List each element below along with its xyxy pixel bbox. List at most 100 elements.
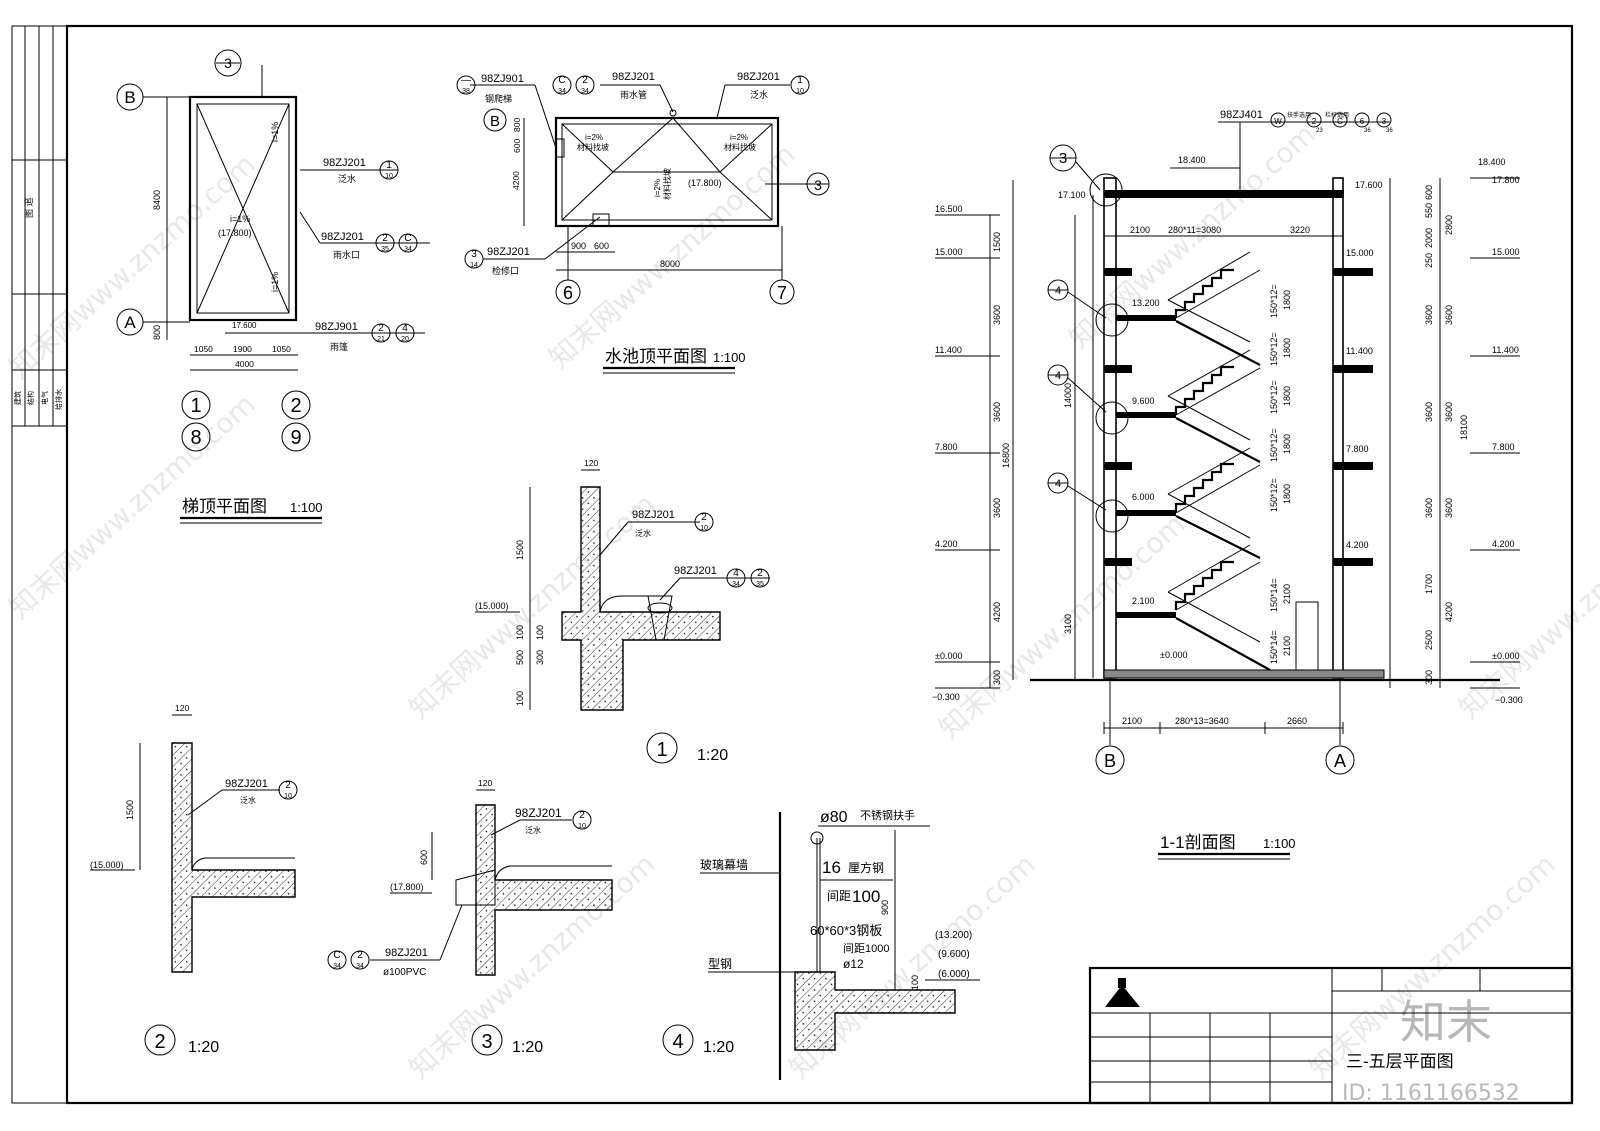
sec-left-elev-4: 4.200 <box>935 539 958 549</box>
tank-flash-p: 10 <box>796 88 804 95</box>
roof-ref-drain-text: 雨水口 <box>333 249 360 260</box>
tank-hatch-text: 检修口 <box>492 265 519 276</box>
d1-ref-a-text: 泛水 <box>635 528 651 538</box>
watermark-1: 知末网www.znzmo.com <box>3 147 262 385</box>
sec-right-dim-4: 3600 <box>1424 305 1434 325</box>
sec-right-elev-0: 18.400 <box>1478 157 1506 167</box>
sec-right-dim-3: 250 <box>1424 253 1434 268</box>
strip-discipline-water: 给排水 <box>54 389 63 410</box>
d3-label: 3 <box>481 1031 492 1053</box>
strip-discipline-arch: 建筑 <box>13 391 22 405</box>
sec-right-dim-6: 3600 <box>1424 498 1434 518</box>
sec-stair-dim-9: 1800 <box>1282 484 1292 504</box>
d1-ref-b-n1: 4 <box>733 568 739 579</box>
roof-elev-bottom: 17.600 <box>232 321 257 330</box>
roof-axis-1: 1 <box>190 395 201 417</box>
tank-mat-a: 材料找坡 <box>577 142 609 152</box>
sec-right-elev-2: 15.000 <box>1492 247 1520 257</box>
roof-slope-1: i=1% <box>270 122 280 142</box>
d2-label: 2 <box>154 1031 165 1053</box>
title-block: 三-五层平面图 <box>1088 966 1574 1105</box>
sec-right-dim-9: 300 <box>1424 670 1434 685</box>
sec-left-dim-2: 3600 <box>992 402 1002 422</box>
sec-inner-elev-4: 13.200 <box>1132 298 1160 308</box>
roof-slope-2: i=1% <box>230 214 250 224</box>
sec-tag-0: W <box>1274 117 1282 126</box>
sec-tag-2: C <box>1337 117 1343 126</box>
sec-tag-page-3: 36 <box>1364 128 1371 134</box>
roof-ref-canopy: 98ZJ901 <box>315 321 358 333</box>
d1-dim-100a: 100 <box>515 625 525 640</box>
tank-axis-7: 7 <box>777 283 787 303</box>
d1-dim-100c: 100 <box>515 691 525 706</box>
sec-right-dim-5: 3600 <box>1424 402 1434 422</box>
section-title: 1-1剖面图 <box>1160 833 1236 852</box>
sec-stair-dims: 150*12= 1800 150*12= 1800 150*12= 1800 1… <box>1269 284 1292 664</box>
d4-handrail: ø80 <box>820 809 848 826</box>
watermark-brand: 知末 <box>1400 995 1492 1049</box>
sec-right-outer-dim-2: 3600 <box>1444 402 1454 422</box>
sec-right-outer-dim-3: 3600 <box>1444 498 1454 518</box>
d2-scale: 1:20 <box>188 1039 219 1056</box>
sec-stair-dim-8: 150*12= <box>1269 478 1279 512</box>
d4-handrail-text: 不锈钢扶手 <box>860 808 915 822</box>
d4-elev-b: (9.600) <box>938 949 970 960</box>
sec-bot-dim-0: 2100 <box>1122 716 1142 726</box>
d4-plate-spacing: 间距1000 <box>843 942 889 955</box>
d2-ref-p: 10 <box>284 793 292 800</box>
sec-left-elev-5: ±0.000 <box>935 651 962 661</box>
tank-dim-8000: 8000 <box>660 259 680 269</box>
d1-scale: 1:20 <box>697 747 728 764</box>
tank-pipe-n2: 2 <box>582 75 588 86</box>
roof-ref-canopy-p2: 20 <box>401 336 409 343</box>
sec-inner-elev-5: 11.400 <box>1346 346 1373 356</box>
sec-top-ref: 98ZJ401 <box>1220 109 1263 121</box>
sec-top-dim-0: 2100 <box>1130 225 1150 235</box>
d4-plate-bar: ø12 <box>843 957 864 971</box>
roof-axis-8: 8 <box>190 427 201 449</box>
watermark-6: 知末网www.znzmo.com <box>783 847 1042 1085</box>
sec-left-dim-1: 3600 <box>992 305 1002 325</box>
d4-bar-text: 厘方钢 <box>848 860 884 875</box>
sec-inner-elev-3: 15.000 <box>1346 248 1374 258</box>
roof-ref-drain: 98ZJ201 <box>321 231 364 243</box>
tank-hatch-p: 14 <box>470 262 478 269</box>
sec-left-dim-4: 4200 <box>992 602 1002 622</box>
sec-right-elev-3: 11.400 <box>1492 345 1519 355</box>
sec-stair-dim-0: 150*12= <box>1269 284 1279 318</box>
tank-plan: i=2% 材料找坡 i=2% 材料找坡 i=2% 材料找坡 (17.800) B… <box>456 71 830 374</box>
d2-dim-120: 120 <box>175 703 189 713</box>
detail-4: 900 100 ø80 不锈钢扶手 玻璃幕墙 16 厘方钢 间距 100 60*… <box>662 808 980 1080</box>
d3-ref-b-n2: 2 <box>357 950 363 961</box>
d3-ref-b-n1: C <box>333 950 340 961</box>
tank-flash-n: 1 <box>797 75 803 86</box>
d4-dim-100: 100 <box>910 975 920 990</box>
roof-ref-flash-text: 泛水 <box>338 173 356 184</box>
tank-callout-3: 3 <box>814 177 822 193</box>
d4-bar: 16 <box>822 858 841 877</box>
strip-discipline-struct: 结构 <box>26 391 35 405</box>
tank-pipe-ref: 98ZJ201 <box>612 71 655 83</box>
d3-ref-n: 2 <box>579 810 585 821</box>
d1-dim-300: 300 <box>535 650 545 665</box>
d1-ref-a: 98ZJ201 <box>632 509 675 521</box>
tank-pipe-p1: 34 <box>558 88 566 95</box>
d2-ref-n: 2 <box>285 780 291 791</box>
sec-bot-dim-2: 2660 <box>1287 716 1307 726</box>
tank-dim-600: 600 <box>512 139 522 153</box>
tank-elev: (17.800) <box>688 178 722 188</box>
d1-dim-1500: 1500 <box>515 540 525 560</box>
sec-right-elev-7: −0.300 <box>1495 695 1523 705</box>
sec-tag-4: 3 <box>1382 117 1387 126</box>
tank-axis-6: 6 <box>563 283 573 303</box>
sec-left-dim-3: 3600 <box>992 498 1002 518</box>
tank-flash-text: 泛水 <box>750 89 768 100</box>
sec-inner-elev-1: 17.100 <box>1058 190 1086 200</box>
tank-hatch-ref: 98ZJ201 <box>487 246 530 258</box>
sec-right-elev-4: 7.800 <box>1492 442 1515 452</box>
roof-dim-1050a: 1050 <box>194 344 213 354</box>
sec-right-outer-dim-0: 2800 <box>1444 215 1454 235</box>
sec-left-elevs: 16.500 15.000 11.400 7.800 4.200 ±0.000 … <box>932 204 1000 702</box>
strip-label: 图 追 <box>23 197 34 218</box>
